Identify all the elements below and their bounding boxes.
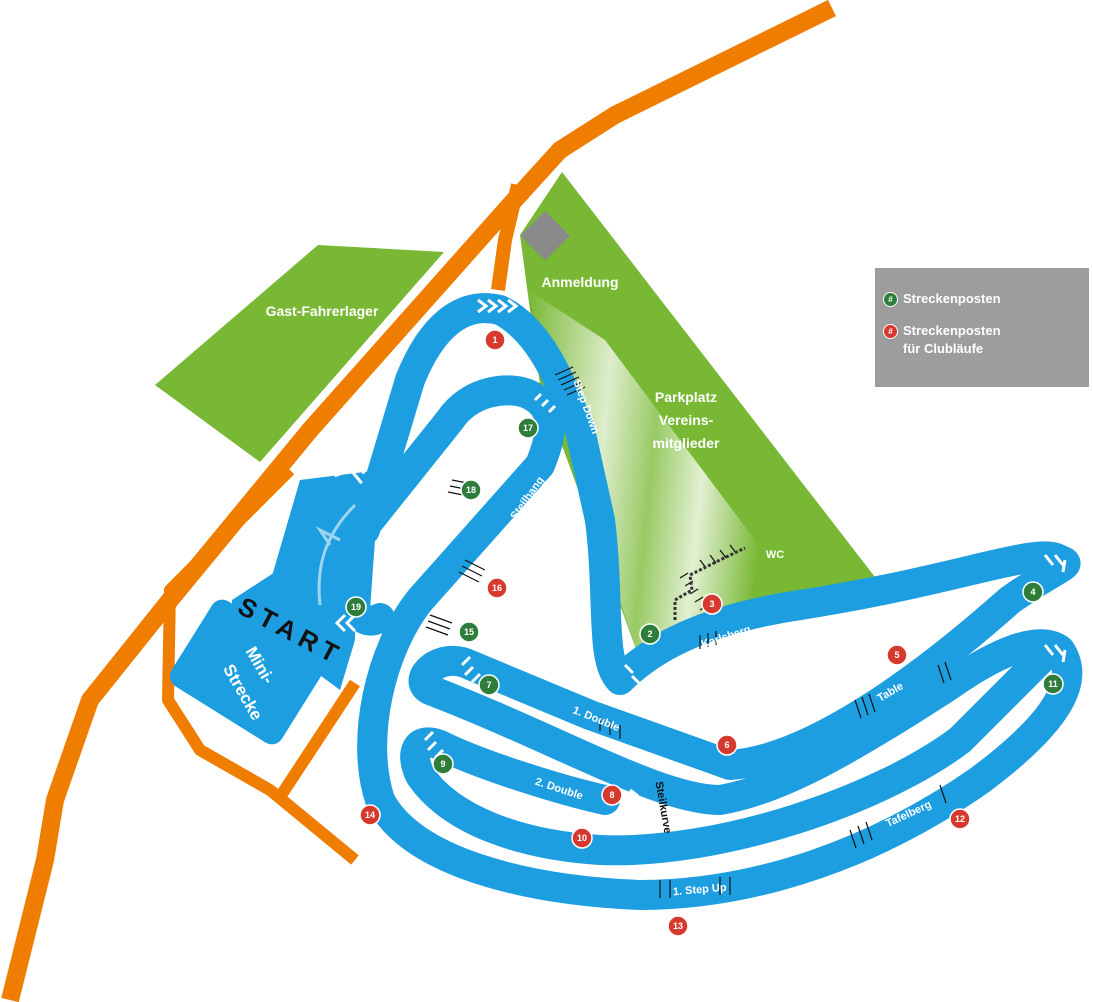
post-circle <box>571 827 593 849</box>
legend-club-label-2: für Clubläufe <box>903 341 984 356</box>
post-marker-9: 9 <box>432 753 454 775</box>
post-marker-15: 15 <box>458 621 480 643</box>
parking-label-1: Parkplatz <box>655 389 717 405</box>
post-marker-17: 17 <box>517 417 539 439</box>
parking-label-3: mitglieder <box>653 435 720 451</box>
post-number: 5 <box>894 650 899 660</box>
post-marker-5: 5 <box>886 644 908 666</box>
post-number: 18 <box>466 485 476 495</box>
wc-path <box>673 546 746 620</box>
parking-area <box>528 290 780 660</box>
post-circle <box>517 417 539 439</box>
post-marker-18: 18 <box>460 479 482 501</box>
mini-track-area <box>169 599 325 745</box>
post-number: 1 <box>492 335 497 345</box>
post-marker-1: 1 <box>484 329 506 351</box>
post-circle <box>949 808 971 830</box>
direction-chevrons <box>334 298 1067 808</box>
start-arrow <box>315 503 357 606</box>
post-circle <box>639 623 661 645</box>
legend-regular-label: Streckenposten <box>903 291 1001 306</box>
post-circle <box>460 479 482 501</box>
post-number: 16 <box>492 583 502 593</box>
post-circle <box>701 593 723 615</box>
post-circle <box>484 329 506 351</box>
post-number: 13 <box>673 921 683 931</box>
step-up-1-label: 1. Step Up <box>672 882 727 899</box>
post-circle <box>1042 673 1064 695</box>
green-post-icon: # <box>883 292 898 307</box>
post-marker-6: 6 <box>716 734 738 756</box>
guest-paddock-area <box>155 245 444 462</box>
post-number: 17 <box>523 423 533 433</box>
post-number: 8 <box>609 790 614 800</box>
legend-item-regular: # Streckenposten <box>883 290 1001 308</box>
obstacle-markings <box>425 366 952 898</box>
post-marker-2: 2 <box>639 623 661 645</box>
post-number: 6 <box>724 740 729 750</box>
post-number: 3 <box>709 599 714 609</box>
post-marker-14: 14 <box>359 804 381 826</box>
post-marker-4: 4 <box>1022 581 1044 603</box>
post-number: 9 <box>440 759 445 769</box>
post-number: 15 <box>464 627 474 637</box>
legend-box: # Streckenposten # Streckenposten für Cl… <box>875 268 1089 387</box>
legend-club-label-1: Streckenposten <box>903 323 1001 338</box>
post-number: 14 <box>365 810 375 820</box>
post-marker-7: 7 <box>478 674 500 696</box>
post-circle <box>886 644 908 666</box>
post-circle <box>478 674 500 696</box>
post-marker-19: 19 <box>345 596 367 618</box>
post-circle <box>486 577 508 599</box>
post-number: 10 <box>577 833 587 843</box>
post-marker-12: 12 <box>949 808 971 830</box>
post-circle <box>1022 581 1044 603</box>
red-post-icon: # <box>883 324 898 339</box>
post-number: 7 <box>486 680 491 690</box>
post-circle <box>601 784 623 806</box>
post-marker-8: 8 <box>601 784 623 806</box>
post-number: 12 <box>955 814 965 824</box>
post-circle <box>345 596 367 618</box>
post-number: 11 <box>1048 679 1058 689</box>
post-marker-16: 16 <box>486 577 508 599</box>
post-circle <box>359 804 381 826</box>
post-circle <box>432 753 454 775</box>
guest-paddock-label: Gast-Fahrerlager <box>266 303 379 319</box>
post-marker-11: 11 <box>1042 673 1064 695</box>
roads <box>1 0 836 1002</box>
post-number: 4 <box>1030 587 1035 597</box>
registration-label: Anmeldung <box>542 274 619 290</box>
post-circle <box>458 621 480 643</box>
parking-label-2: Vereins- <box>659 412 714 428</box>
post-circle <box>716 734 738 756</box>
post-marker-3: 3 <box>701 593 723 615</box>
post-marker-10: 10 <box>571 827 593 849</box>
wc-label: WC <box>766 549 784 561</box>
post-marker-13: 13 <box>667 915 689 937</box>
post-number: 2 <box>647 629 652 639</box>
post-number: 19 <box>351 602 361 612</box>
post-circle <box>667 915 689 937</box>
legend-item-club: # Streckenposten für Clubläufe <box>883 322 1001 358</box>
